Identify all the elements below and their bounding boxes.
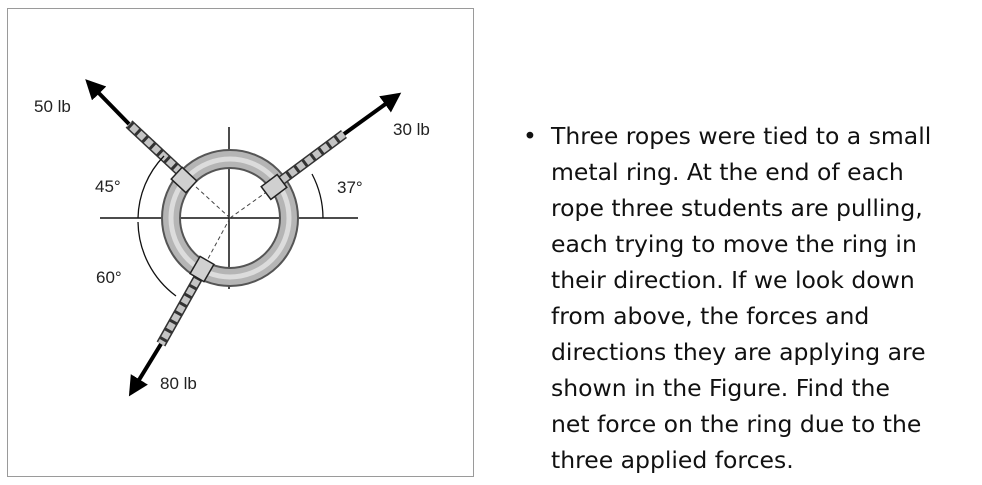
rope-80lb: [128, 255, 215, 397]
bullet-dot: •: [523, 122, 537, 150]
metal-ring-highlight: [168, 156, 292, 280]
angle-arc-60: [137, 221, 177, 297]
ring-force-figure: 50 lb 30 lb 80 lb 45° 37° 60°: [34, 79, 430, 397]
force-label-80lb: 80 lb: [160, 374, 197, 393]
problem-line: shown in the Figure. Find the: [551, 374, 890, 402]
problem-line: net force on the ring due to the: [551, 410, 922, 438]
angle-label-60: 60°: [96, 268, 122, 287]
problem-line: rope three students are pulling,: [551, 194, 923, 222]
force-label-30lb: 30 lb: [393, 120, 430, 139]
angle-arc-45: [137, 155, 165, 219]
rope-50lb: [85, 79, 198, 194]
problem-statement: • Three ropes were tied to a small metal…: [523, 118, 975, 478]
problem-line: each trying to move the ring in: [551, 230, 917, 258]
rope-30lb: [260, 92, 402, 201]
angle-arc-37: [311, 173, 324, 219]
problem-line: from above, the forces and: [551, 302, 870, 330]
force-diagram: 50 lb 30 lb 80 lb 45° 37° 60°: [7, 8, 474, 477]
force-label-50lb: 50 lb: [34, 97, 71, 116]
problem-line: directions they are applying are: [551, 338, 926, 366]
problem-line: metal ring. At the end of each: [551, 158, 904, 186]
angle-label-45: 45°: [95, 177, 121, 196]
angle-label-37: 37°: [337, 178, 363, 197]
problem-line: Three ropes were tied to a small: [551, 122, 932, 150]
problem-line: their direction. If we look down: [551, 266, 915, 294]
dash-to-80lb-rope: [202, 217, 231, 269]
problem-line: three applied forces.: [551, 446, 794, 474]
dash-to-30lb-rope: [229, 185, 276, 219]
